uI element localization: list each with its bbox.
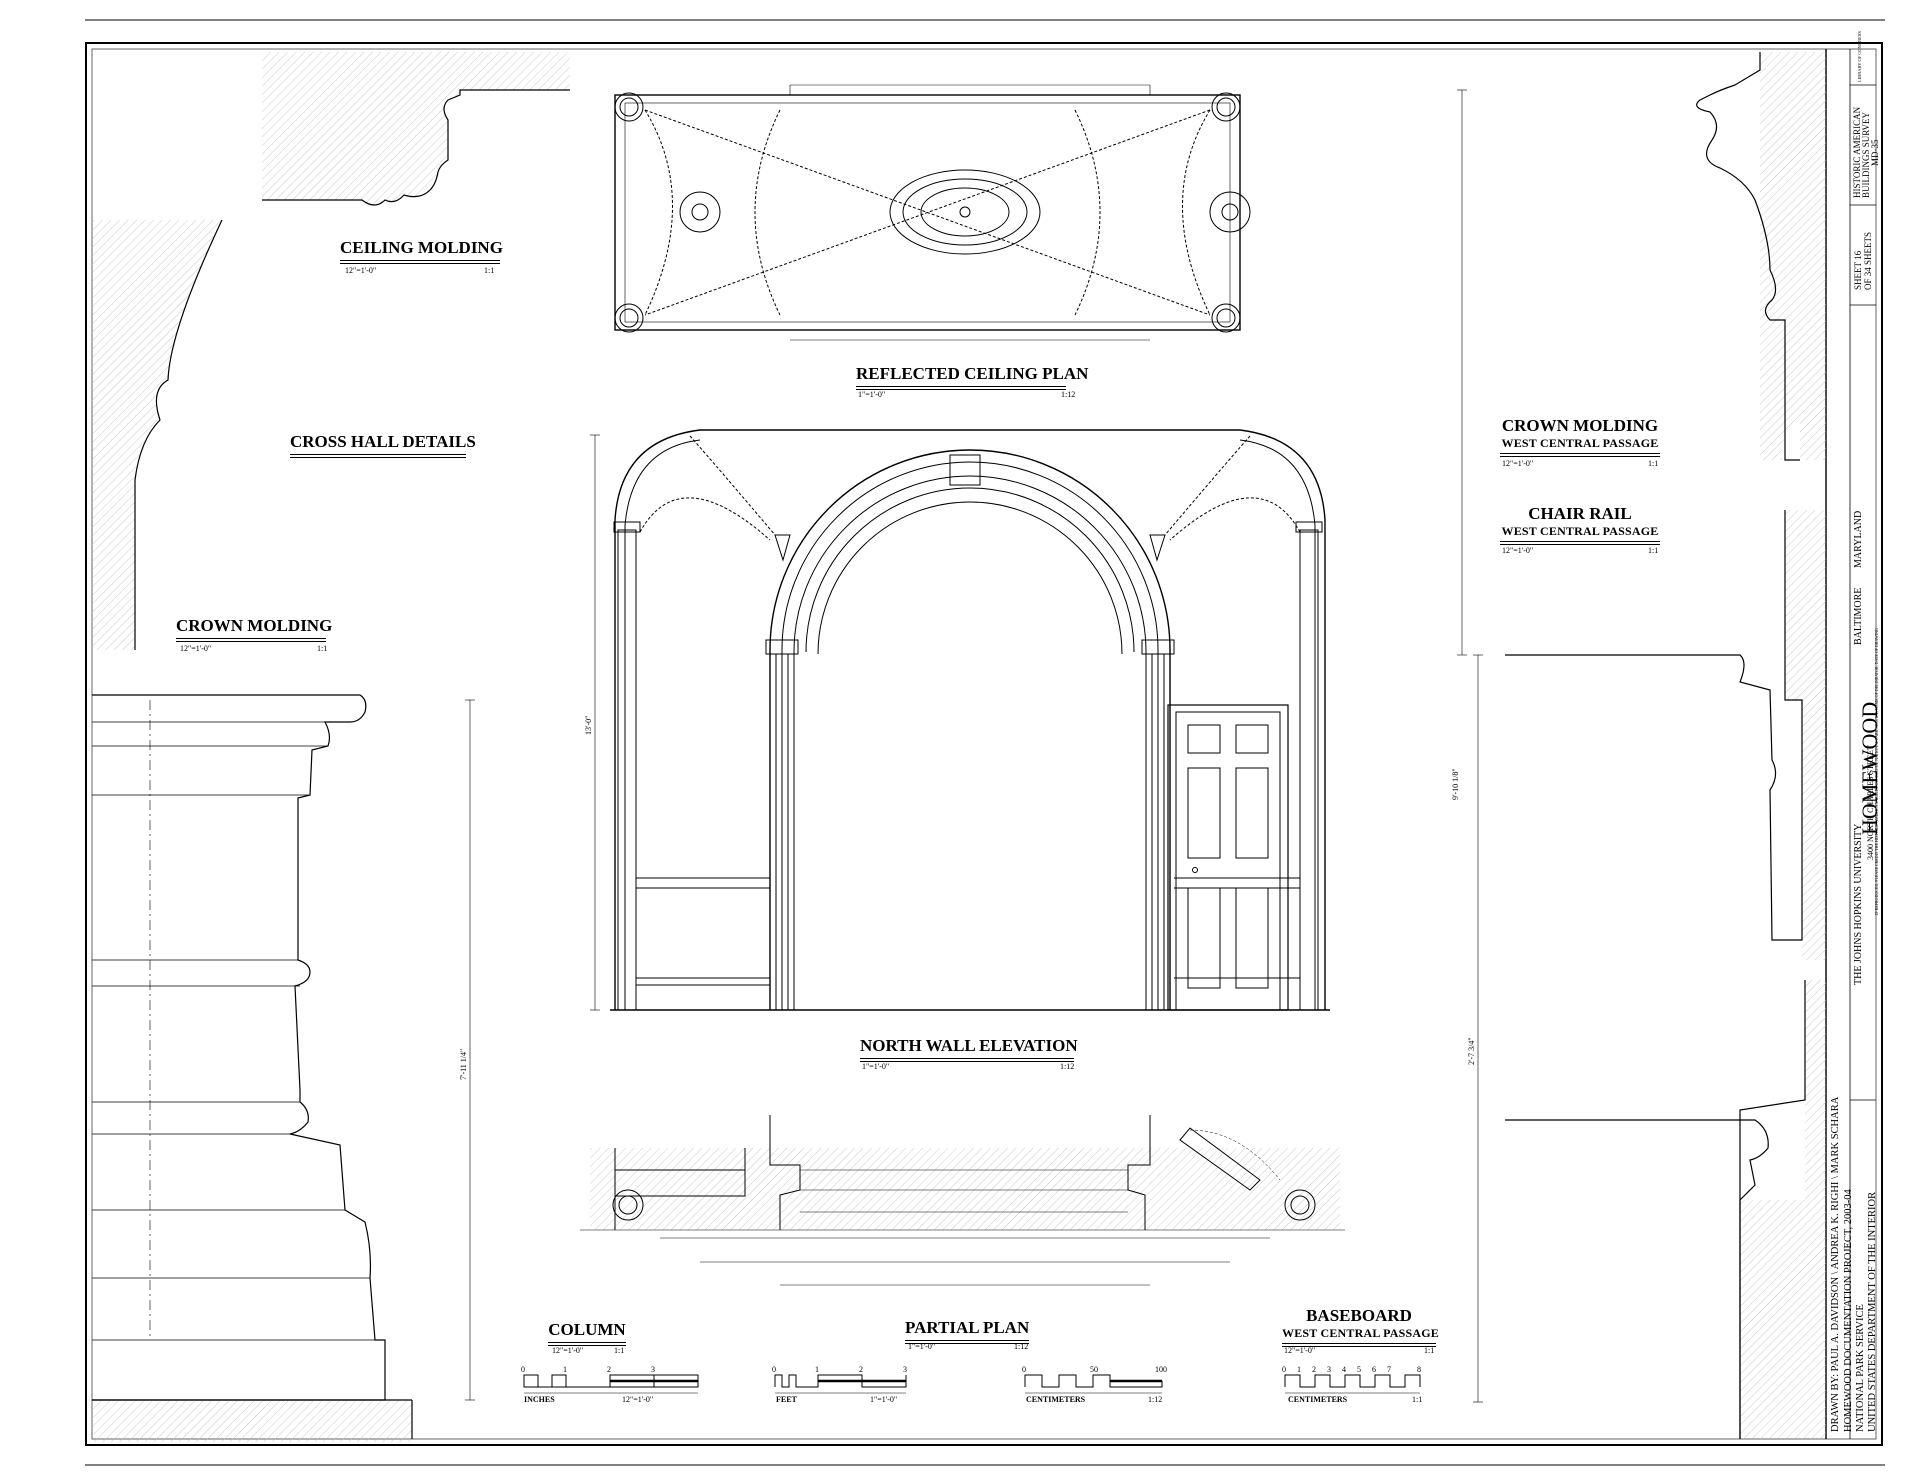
north-wall-ratio: 1:12 (1060, 1062, 1075, 1071)
inches-unit: INCHES (524, 1395, 555, 1404)
ceiling-molding-scale: 12"=1'-0" (345, 266, 377, 275)
title-block-sheet-of: OF 34 SHEETS (1863, 231, 1873, 290)
cm-base-tick-4: 4 (1342, 1365, 1346, 1374)
cm-base-tick-6: 6 (1372, 1365, 1376, 1374)
inches-tick-3: 3 (651, 1365, 655, 1374)
cross-hall-details-title: CROSS HALL DETAILS (290, 432, 476, 458)
cm-plan-ratio: 1:12 (1148, 1395, 1163, 1404)
cm-base-unit: CENTIMETERS (1288, 1395, 1348, 1404)
partial-plan-ratio: 1:12 (1014, 1342, 1029, 1351)
chair-rail-ratio: 1:1 (1648, 546, 1659, 555)
column-profile (92, 694, 413, 1442)
feet-tick-1: 1 (815, 1365, 819, 1374)
column-height-dimension: 7'-11 1/4" (459, 1048, 468, 1080)
crown-right-scale: 12"=1'-0" (1502, 459, 1534, 468)
column-scale: 12"=1'-0" (552, 1346, 584, 1355)
reflected-ceiling-plan (614, 84, 1251, 341)
chair-rail-title: CHAIR RAIL WEST CENTRAL PASSAGE (1500, 504, 1660, 545)
reflected-ceiling-plan-title: REFLECTED CEILING PLAN (856, 364, 1088, 390)
crown-molding-left-profile (92, 219, 223, 650)
cm-base-tick-2: 2 (1312, 1365, 1316, 1374)
chair-rail-scale: 12"=1'-0" (1502, 546, 1534, 555)
ceiling-molding-title: CEILING MOLDING (340, 238, 503, 264)
ceiling-molding-ratio: 1:1 (484, 266, 495, 275)
rcp-scale: 1"=1'-0" (858, 390, 886, 399)
title-block-loc: LIBRARY OF CONGRESS (1857, 31, 1862, 82)
crown-molding-left-title: CROWN MOLDING (176, 616, 332, 642)
title-block-survey-no: MD-35 (1870, 139, 1880, 167)
partial-plan-scale: 1"=1'-0" (908, 1342, 936, 1351)
cm-base-tick-5: 5 (1357, 1365, 1361, 1374)
column-ratio: 1:1 (614, 1346, 625, 1355)
rcp-ratio: 1:12 (1061, 390, 1076, 399)
cm-base-tick-0: 0 (1282, 1365, 1286, 1374)
title-block-credit: IF REPRODUCED, PLEASE CREDIT THE HISTORI… (1874, 628, 1879, 915)
north-wall-elevation-title: NORTH WALL ELEVATION (860, 1036, 1078, 1062)
title-block-project: HOMEWOOD DOCUMENTATION PROJECT, 2003-04 (1843, 1189, 1854, 1432)
column-title: COLUMN (548, 1320, 626, 1346)
title-block-state: MARYLAND (1853, 510, 1864, 568)
title-block-agency: NATIONAL PARK SERVICE (1855, 1304, 1866, 1432)
cm-base-tick-3: 3 (1327, 1365, 1331, 1374)
cm-base-tick-1: 1 (1297, 1365, 1301, 1374)
feet-tick-0: 0 (772, 1365, 776, 1374)
crown-right-ratio: 1:1 (1648, 459, 1659, 468)
cm-base-tick-8: 8 (1417, 1365, 1421, 1374)
north-wall-scale: 1"=1'-0" (862, 1062, 890, 1071)
inches-tick-2: 2 (607, 1365, 611, 1374)
feet-tick-3: 3 (903, 1365, 907, 1374)
cm-plan-unit: CENTIMETERS (1026, 1395, 1086, 1404)
chair-rail-height-dimension: 9'-10 1/8" (1451, 768, 1460, 800)
partial-plan-title: PARTIAL PLAN (905, 1318, 1029, 1344)
right-molding-profiles (1505, 52, 1826, 1439)
cm-base-tick-7: 7 (1387, 1365, 1391, 1374)
crown-left-ratio: 1:1 (317, 644, 328, 653)
scale-bars (523, 1374, 1421, 1394)
crown-molding-right-title: CROWN MOLDING WEST CENTRAL PASSAGE (1500, 416, 1660, 457)
north-wall-elevation (590, 429, 1330, 1011)
elevation-height-dimension: 13'-0" (584, 715, 593, 735)
baseboard-height-dimension: 2'-7 3/4" (1467, 1037, 1476, 1065)
cm-plan-tick-0: 0 (1022, 1365, 1026, 1374)
baseboard-ratio: 1:1 (1424, 1346, 1435, 1355)
partial-plan (580, 1115, 1345, 1286)
feet-ratio: 1"=1'-0" (870, 1395, 898, 1404)
ceiling-molding-profile (262, 52, 570, 206)
feet-unit: FEET (776, 1395, 797, 1404)
title-block-department: UNITED STATES DEPARTMENT OF THE INTERIOR (1867, 1191, 1878, 1432)
inches-tick-1: 1 (563, 1365, 567, 1374)
cm-plan-tick-100: 100 (1155, 1365, 1167, 1374)
title-block-drawn-by: DRAWN BY: PAUL A. DAVIDSON \ ANDREA K. R… (1830, 1096, 1841, 1432)
sheet-border (85, 42, 1883, 1446)
cm-plan-tick-50: 50 (1090, 1365, 1098, 1374)
crown-left-scale: 12"=1'-0" (180, 644, 212, 653)
baseboard-title: BASEBOARD WEST CENTRAL PASSAGE (1282, 1306, 1439, 1347)
title-block-city: BALTIMORE (1853, 587, 1864, 645)
feet-tick-2: 2 (859, 1365, 863, 1374)
baseboard-scale: 12"=1'-0" (1284, 1346, 1316, 1355)
title-block-sheet: SHEET 16 (1853, 250, 1863, 290)
cm-base-ratio: 1:1 (1412, 1395, 1423, 1404)
inches-ratio: 12"=1'-0" (622, 1395, 654, 1404)
title-block-owner: THE JOHNS HOPKINS UNIVERSITY (1853, 823, 1864, 985)
inches-tick-0: 0 (521, 1365, 525, 1374)
